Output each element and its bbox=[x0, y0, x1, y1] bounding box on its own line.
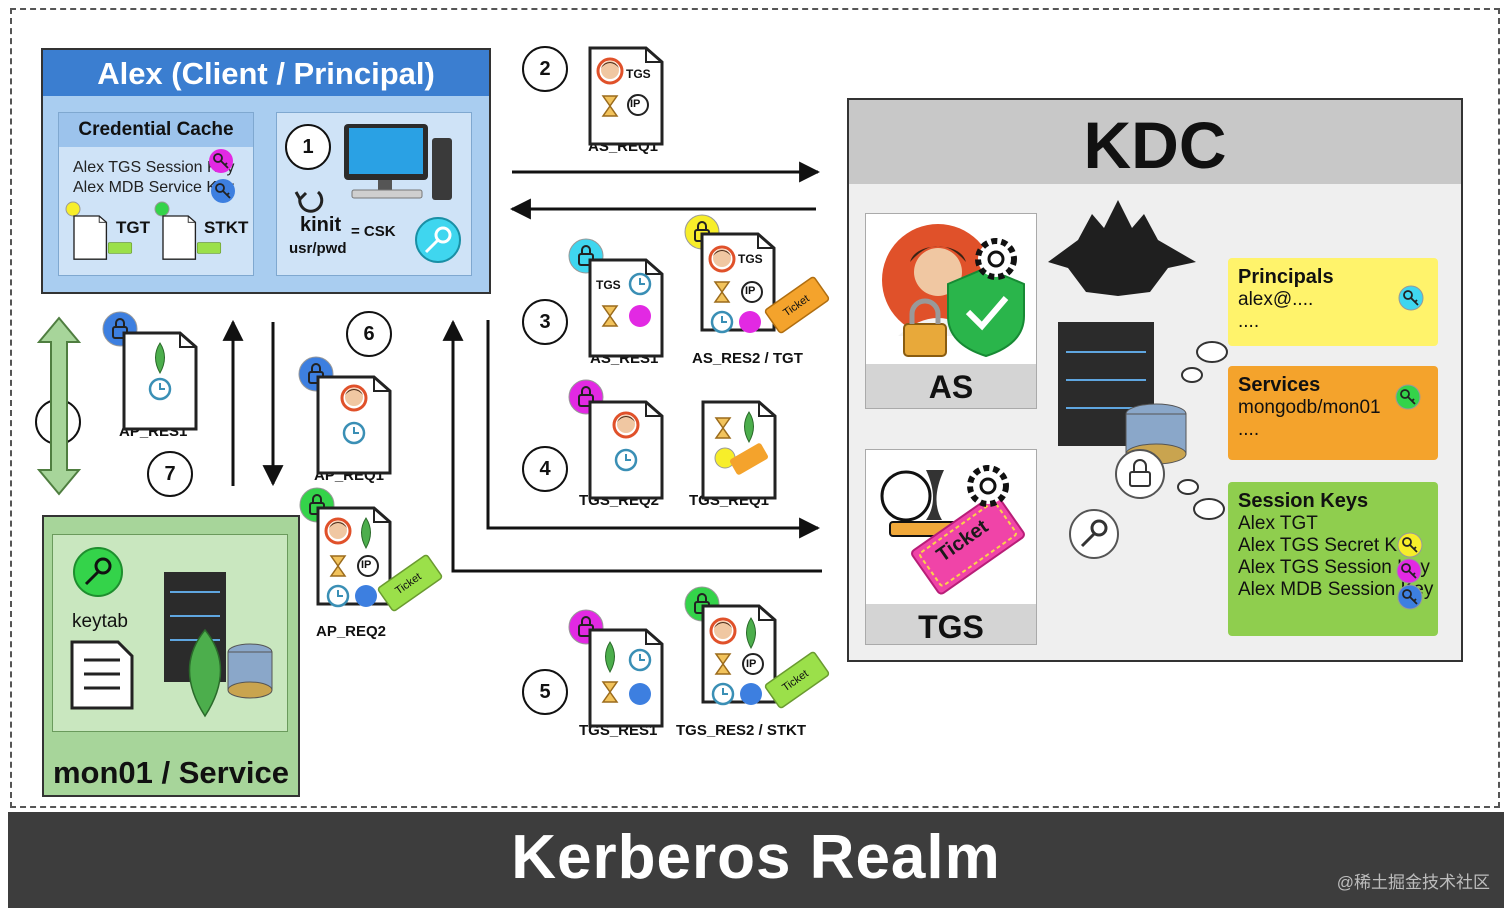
kdc-key-icon bbox=[1069, 509, 1119, 559]
kdc-header bbox=[849, 100, 1461, 184]
step-5: 5 bbox=[522, 669, 568, 715]
msg-tgs-res2: TGS_RES2 / STKT bbox=[676, 722, 807, 739]
keytab-label: keytab bbox=[72, 611, 128, 632]
tgt-document-icon bbox=[700, 232, 776, 334]
shield-icon bbox=[947, 266, 1025, 358]
services-line: .... bbox=[1238, 419, 1260, 440]
as-res1-tgs-tag: TGS bbox=[596, 278, 621, 292]
database-icon bbox=[227, 643, 273, 699]
services-key-icon bbox=[1395, 384, 1421, 410]
tgs-ticket-icon bbox=[911, 493, 1025, 595]
tgs-res1-document-icon bbox=[588, 628, 664, 728]
kdc-title: KDC bbox=[1083, 108, 1227, 182]
stkt-label: STKT bbox=[204, 218, 249, 237]
ap-req1-document-icon bbox=[316, 375, 392, 475]
realm-title: Kerberos Realm bbox=[511, 823, 1001, 892]
as-req1-tgs-tag: TGS bbox=[626, 67, 651, 81]
session-key-line: Alex TGT bbox=[1238, 513, 1318, 534]
tgt-ticket-icon bbox=[764, 276, 830, 334]
gear-icon bbox=[975, 238, 1017, 280]
session-keys-note: Session Keys Alex TGT Alex TGS Secret Ke… bbox=[1228, 482, 1438, 636]
step-6: 6 bbox=[346, 311, 392, 357]
msg-as-res2: AS_RES2 / TGT bbox=[692, 350, 803, 367]
step-3: 3 bbox=[522, 299, 568, 345]
services-line: mongodb/mon01 bbox=[1238, 397, 1381, 418]
ap-req2-ip-tag: IP bbox=[361, 559, 372, 571]
principals-title: Principals bbox=[1238, 266, 1334, 288]
tgt-tgs-tag: TGS bbox=[738, 252, 763, 266]
stkt-ticket-icon bbox=[764, 651, 830, 709]
tgs-req2-document-icon bbox=[588, 400, 664, 500]
csk-label: = CSK bbox=[351, 223, 396, 240]
usrpwd-label: usr/pwd bbox=[289, 240, 347, 257]
arrow-tgs-req bbox=[486, 320, 821, 539]
ap-res1-document-icon bbox=[122, 331, 198, 431]
cache-mdb-service-key-icon bbox=[211, 179, 235, 203]
as-req1-ip-tag: IP bbox=[630, 98, 641, 110]
tgt-label: TGT bbox=[116, 218, 150, 237]
padlock-icon bbox=[903, 298, 947, 357]
as-req1-document-icon bbox=[588, 46, 664, 146]
csk-key-icon bbox=[415, 217, 461, 263]
step-7: 7 bbox=[147, 451, 193, 497]
msg-ap-req2: AP_REQ2 bbox=[316, 623, 387, 640]
ap-req2-ticket-icon bbox=[377, 554, 443, 612]
tgs-gear-icon bbox=[967, 465, 1009, 507]
step-2: 2 bbox=[522, 46, 568, 92]
realm-bar bbox=[8, 812, 1504, 908]
thought-bubbles-icon bbox=[1177, 341, 1228, 520]
ap-req2-document-icon bbox=[316, 506, 392, 608]
service-title: mon01 / Service bbox=[52, 755, 290, 790]
keytab-file-icon bbox=[70, 640, 134, 710]
stkt-document-icon bbox=[701, 604, 777, 706]
as-res1-document-icon bbox=[588, 258, 664, 358]
arrow-tgs-res bbox=[442, 319, 822, 573]
step-4: 4 bbox=[522, 446, 568, 492]
tgs-label: TGS bbox=[866, 604, 1036, 645]
tgt-ip-tag: IP bbox=[745, 285, 756, 297]
realm-border bbox=[10, 8, 1500, 808]
session-key-line: Alex TGS Session Key bbox=[1238, 557, 1430, 578]
stkt-ip-tag: IP bbox=[746, 658, 757, 670]
watermark: @稀土掘金技术社区 bbox=[1336, 873, 1490, 892]
kdc-server-icon bbox=[1058, 322, 1187, 465]
as-label: AS bbox=[866, 364, 1036, 408]
mongodb-leaf-icon bbox=[188, 628, 222, 718]
computer-icon bbox=[344, 124, 452, 200]
tgs-secret-key-icon bbox=[1397, 532, 1423, 558]
session-key-line: Alex MDB Session Key bbox=[1238, 579, 1434, 600]
kinit-label: kinit bbox=[300, 214, 342, 236]
cache-line-tgs-session: Alex TGS Session Key bbox=[73, 159, 235, 176]
credential-cache-title: Credential Cache bbox=[59, 113, 253, 147]
cache-stkt-icon bbox=[154, 201, 222, 260]
principals-line: .... bbox=[1238, 311, 1260, 332]
cache-tgs-session-key-icon bbox=[209, 149, 233, 173]
services-note: Services mongodb/mon01 .... bbox=[1228, 366, 1438, 460]
services-title: Services bbox=[1238, 374, 1321, 396]
cache-line-mdb-service: Alex MDB Service Key bbox=[73, 179, 234, 196]
cerberus-icon bbox=[1048, 200, 1196, 296]
principals-key-icon bbox=[1398, 285, 1424, 311]
step-1: 1 bbox=[285, 124, 331, 170]
keytab-key-icon bbox=[73, 547, 123, 597]
session-key-line: Alex TGS Secret Key bbox=[1238, 535, 1418, 556]
kdc-lock-icon bbox=[1115, 449, 1165, 499]
client-title: Alex (Client / Principal) bbox=[43, 50, 489, 96]
tgs-session-key-icon bbox=[1396, 558, 1422, 584]
principals-line: alex@.... bbox=[1238, 289, 1314, 310]
refresh-icon bbox=[294, 190, 324, 213]
tgs-req1-document-icon bbox=[701, 400, 777, 500]
double-arrow-icon bbox=[36, 316, 82, 496]
cache-tgt-icon bbox=[65, 201, 133, 260]
mdb-session-key-icon bbox=[1397, 584, 1423, 610]
session-keys-title: Session Keys bbox=[1238, 490, 1369, 512]
stamp-icon bbox=[880, 470, 957, 537]
